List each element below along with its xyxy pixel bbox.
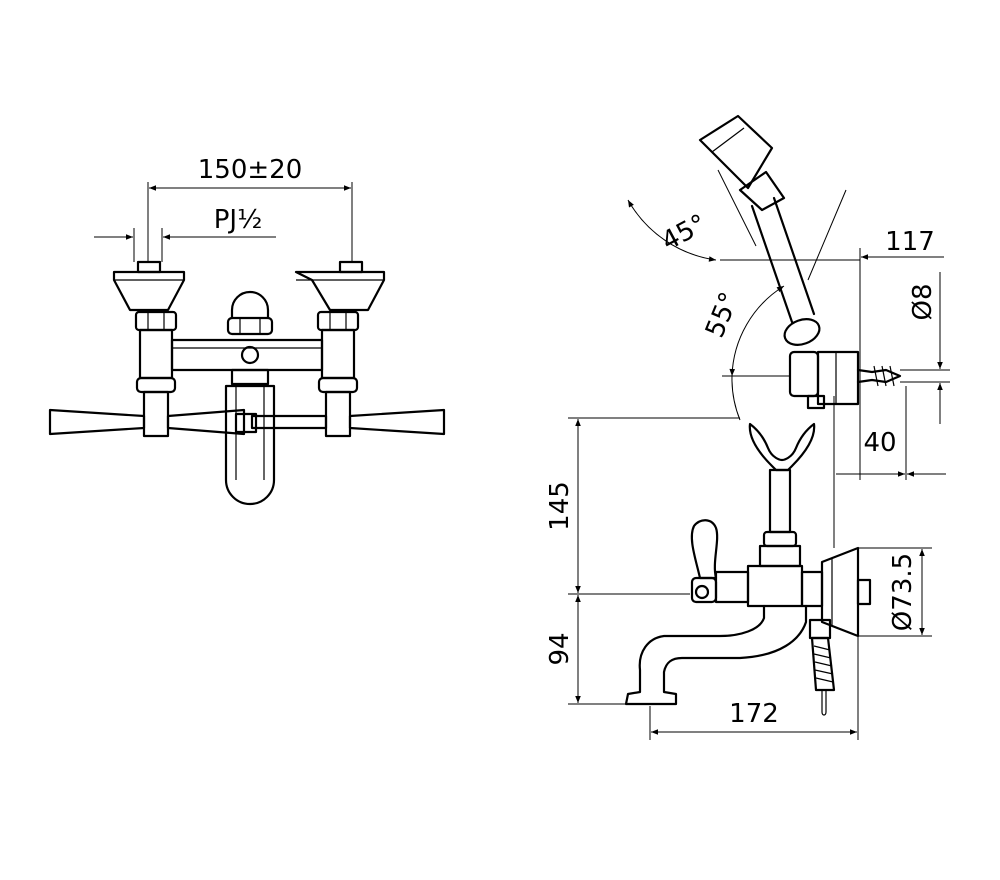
dim-label-172: 172	[729, 699, 779, 729]
front-view: 150±20 PJ½	[48, 155, 446, 506]
right-valve	[250, 260, 446, 438]
mixer-body	[170, 338, 324, 372]
dim-label-55: 55°	[700, 288, 745, 342]
dim-label-94: 94	[545, 632, 575, 665]
dim-label-45: 45°	[657, 209, 712, 257]
dimension-94: 94	[545, 595, 626, 705]
dim-label-117: 117	[885, 227, 935, 257]
dimension-117: 117	[859, 227, 944, 480]
dimension-172: 172	[649, 636, 859, 740]
dim-label-dia8: Ø8	[908, 283, 938, 320]
left-valve	[48, 260, 246, 438]
spout-front	[224, 368, 276, 506]
dimension-thread: PJ½	[94, 205, 276, 262]
wall-holder	[788, 350, 902, 410]
dim-label-dia73-5: Ø73.5	[888, 553, 918, 631]
dim-label-145: 145	[545, 481, 575, 531]
dimension-40: 40	[836, 386, 946, 480]
side-view: 45° 55° 117 Ø8	[545, 114, 950, 740]
dim-label-thread: PJ½	[214, 205, 263, 235]
dimension-dia8: Ø8	[900, 272, 950, 424]
dim-label-150: 150±20	[198, 155, 303, 185]
dimension-dia73-5: Ø73.5	[858, 547, 932, 637]
diverter-knob	[226, 290, 274, 336]
dim-label-40: 40	[863, 428, 896, 458]
hand-shower	[698, 114, 821, 346]
dimension-145: 145	[545, 417, 740, 595]
mixer-side	[624, 422, 872, 716]
angle-55: 55°	[700, 189, 847, 421]
dimension-150: 150±20	[147, 155, 353, 262]
